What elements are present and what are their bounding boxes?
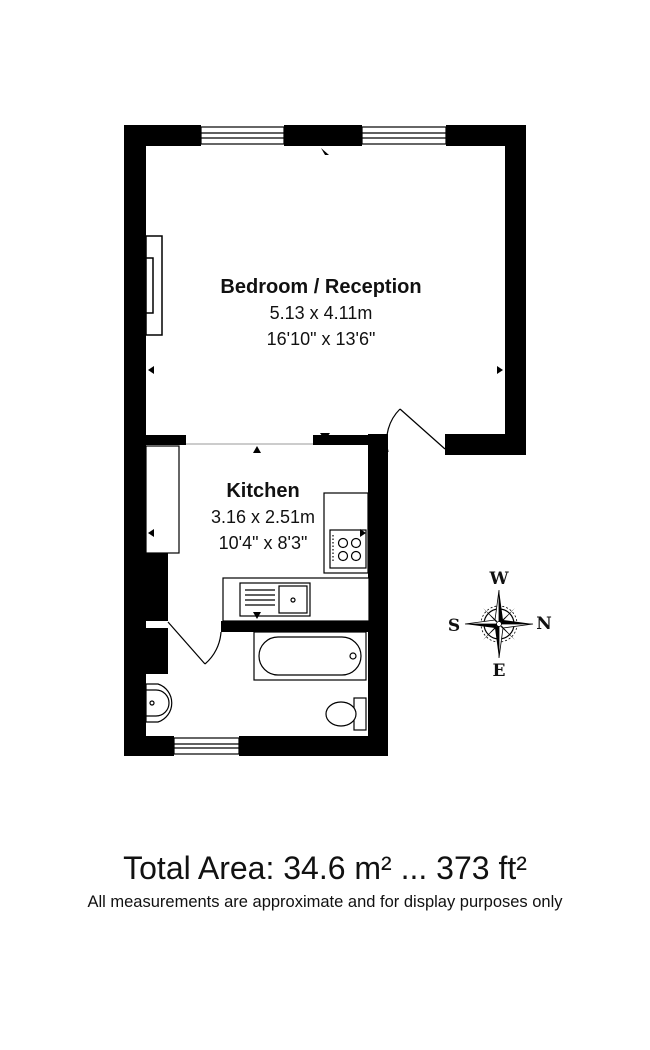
bedroom-metric: 5.13 x 4.11m bbox=[269, 303, 373, 323]
compass-label-top: W bbox=[489, 569, 509, 589]
exterior-walls bbox=[124, 125, 526, 756]
fireplace bbox=[145, 235, 163, 336]
disclaimer: All measurements are approximate and for… bbox=[87, 893, 563, 911]
window-bathroom bbox=[173, 737, 240, 755]
bath bbox=[253, 631, 367, 681]
interior-walls bbox=[146, 435, 388, 674]
compass-label-bottom: E bbox=[492, 661, 506, 681]
bedroom-label: Bedroom / Reception 5.13 x 4.11m 16'10" … bbox=[171, 274, 471, 352]
bedroom-imperial: 16'10" x 13'6" bbox=[266, 329, 376, 349]
compass-label-right: N bbox=[536, 614, 552, 634]
kitchen-name: Kitchen bbox=[226, 480, 300, 502]
toilet bbox=[325, 697, 367, 731]
entrance-door bbox=[386, 408, 446, 453]
window-bedroom-right bbox=[361, 126, 447, 145]
kitchen-imperial: 10'4" x 8'3" bbox=[218, 533, 308, 553]
window-bedroom-left bbox=[200, 126, 285, 145]
windows bbox=[173, 126, 447, 755]
measurement-arrows bbox=[148, 148, 503, 619]
kitchen-sink bbox=[239, 582, 311, 617]
bedroom-name: Bedroom / Reception bbox=[220, 276, 422, 298]
compass-rose bbox=[464, 589, 534, 659]
bathroom-door bbox=[167, 621, 222, 665]
kitchen-metric: 3.16 x 2.51m bbox=[210, 507, 316, 527]
total-area: Total Area: 34.6 m² ... 373 ft² bbox=[123, 850, 527, 886]
bathroom-basin bbox=[145, 683, 173, 723]
kitchen-label: Kitchen 3.16 x 2.51m 10'4" x 8'3" bbox=[163, 478, 363, 556]
compass-label-left: S bbox=[447, 616, 461, 636]
